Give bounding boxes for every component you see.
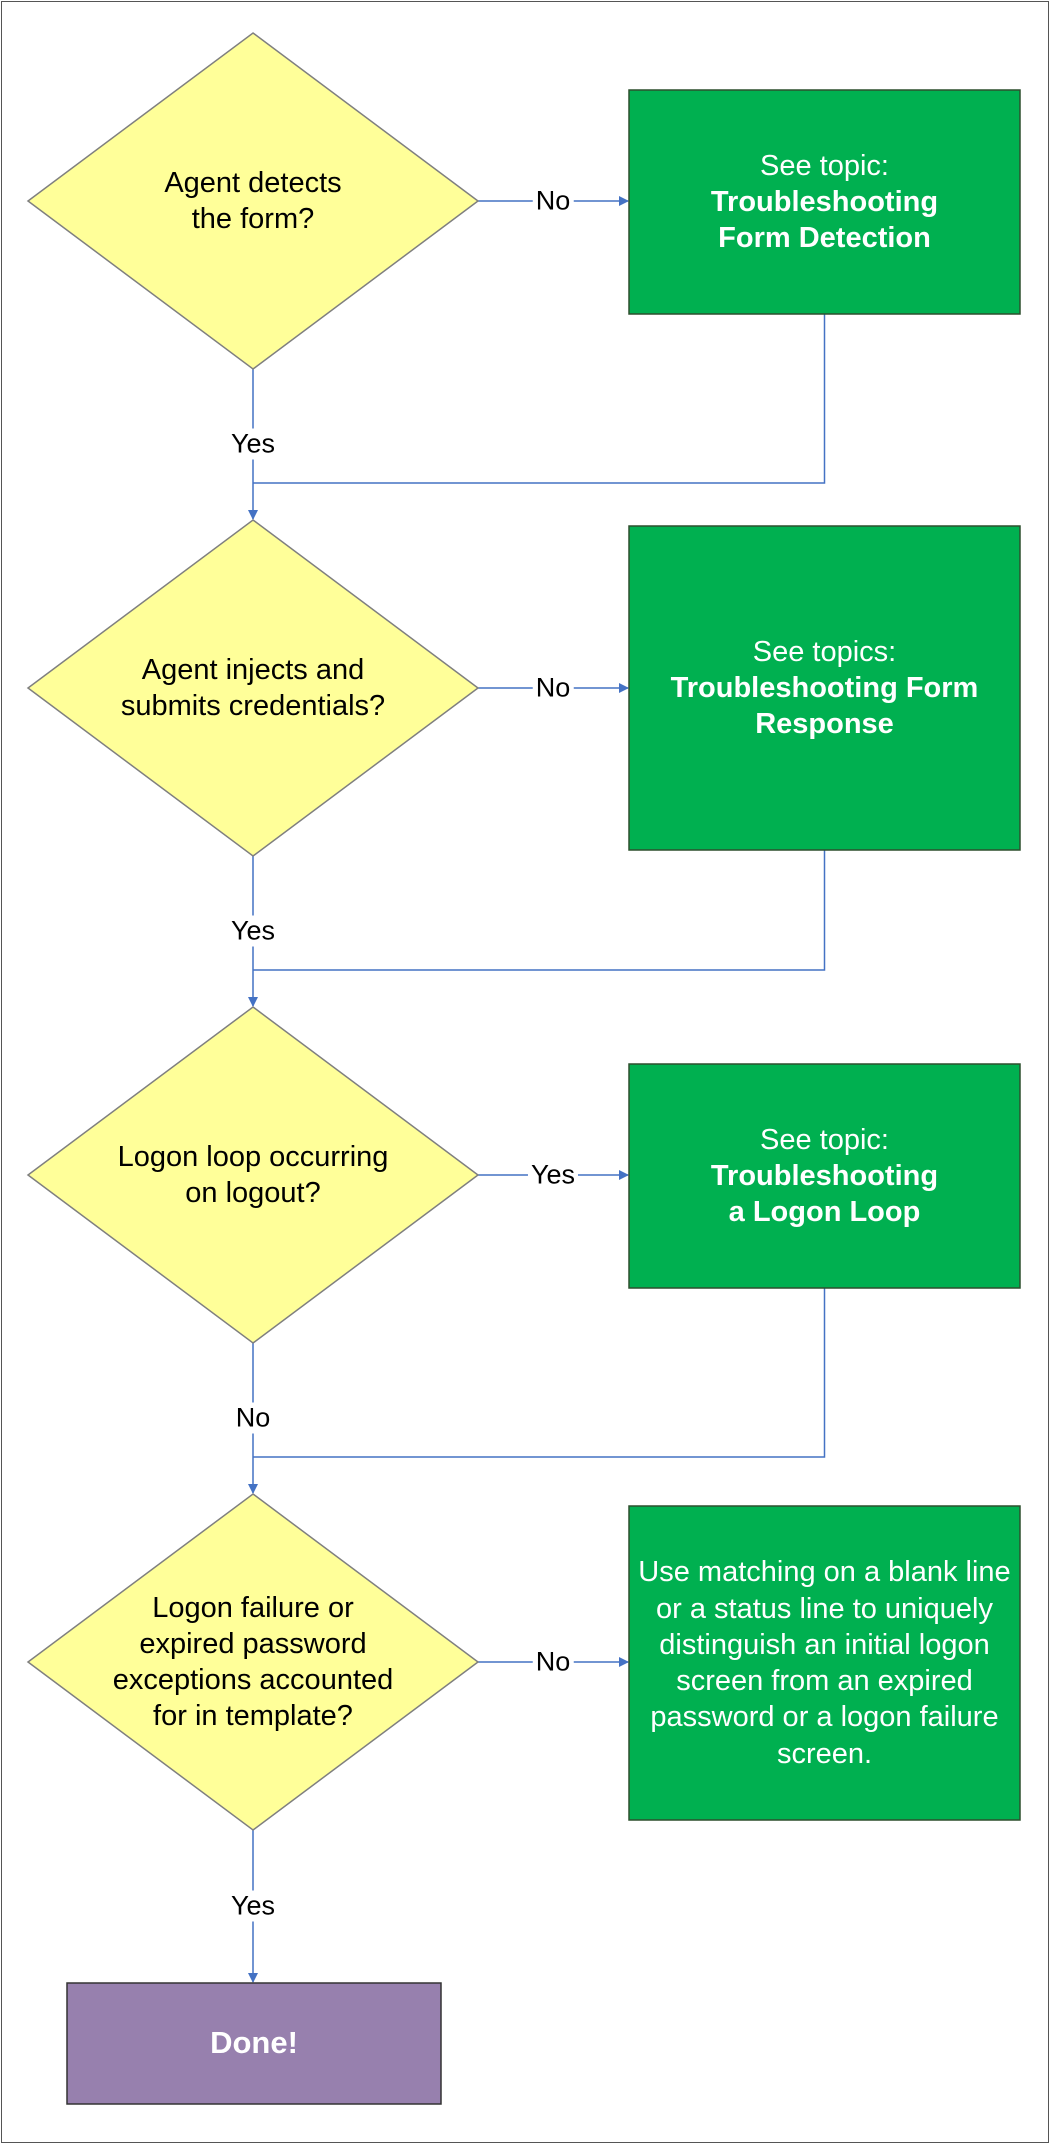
action-topic-line: Response	[755, 708, 894, 741]
branch-label-1: No	[532, 185, 574, 217]
branch-label-3: Yes	[527, 1159, 579, 1191]
decision-diamond-2	[26, 519, 480, 857]
decision-diamond-1	[26, 32, 480, 370]
return-line-2	[253, 850, 826, 971]
decision-line: expired password	[139, 1627, 367, 1660]
down-label-1: Yes	[227, 428, 279, 460]
action-topic-line: Troubleshooting	[710, 185, 939, 218]
decision-text-2: Agent injects and submits credentials?	[83, 578, 423, 798]
decision-line: for in template?	[153, 1700, 353, 1733]
action-intro: Use matching on a blank line or a status…	[638, 1556, 1011, 1770]
action-topic-line: Troubleshooting	[710, 1159, 939, 1192]
action-text-4: Use matching on a blank line or a status…	[637, 1506, 1012, 1820]
decision-text-1: Agent detects the form?	[83, 91, 423, 311]
decision-line: the form?	[191, 203, 315, 235]
action-text-3: See topic:Troubleshooting a Logon Loop	[637, 1064, 1012, 1288]
action-box-3	[628, 1063, 1021, 1289]
return-line-1	[253, 314, 826, 484]
action-intro: See topics:	[752, 635, 897, 668]
done-box	[66, 1982, 442, 2105]
connectors	[248, 196, 826, 1983]
decision-line: exceptions accounted	[112, 1664, 394, 1696]
decision-line: Logon failure or	[152, 1591, 354, 1624]
down-label-4: Yes	[227, 1890, 279, 1922]
decision-text-3: Logon loop occurring on logout?	[83, 1065, 423, 1285]
down-label-2: Yes	[227, 915, 279, 947]
decision-diamond-3	[26, 1006, 480, 1344]
action-intro: See topic:	[760, 149, 889, 182]
decision-diamond-4	[26, 1493, 480, 1831]
done-label: Done!	[210, 2025, 298, 2061]
decision-line: Agent injects and	[141, 653, 365, 686]
action-topic-line: Troubleshooting Form	[670, 671, 979, 704]
action-box-4	[628, 1505, 1021, 1821]
return-line-3	[253, 1288, 826, 1458]
down-label-3: No	[232, 1402, 274, 1434]
branch-label-2: No	[532, 672, 574, 704]
action-box-2	[628, 525, 1021, 851]
action-box-1	[628, 89, 1021, 315]
action-topic-line: a Logon Loop	[728, 1196, 921, 1229]
decision-line: submits credentials?	[120, 690, 386, 722]
shapes	[26, 32, 1021, 2105]
decision-line: Logon loop occurring	[117, 1140, 389, 1173]
branch-label-4: No	[532, 1646, 574, 1678]
action-intro: See topic:	[760, 1123, 889, 1156]
action-topic-line: Form Detection	[718, 222, 931, 255]
decision-line: Agent detects	[164, 166, 342, 199]
decision-line: on logout?	[185, 1177, 321, 1209]
